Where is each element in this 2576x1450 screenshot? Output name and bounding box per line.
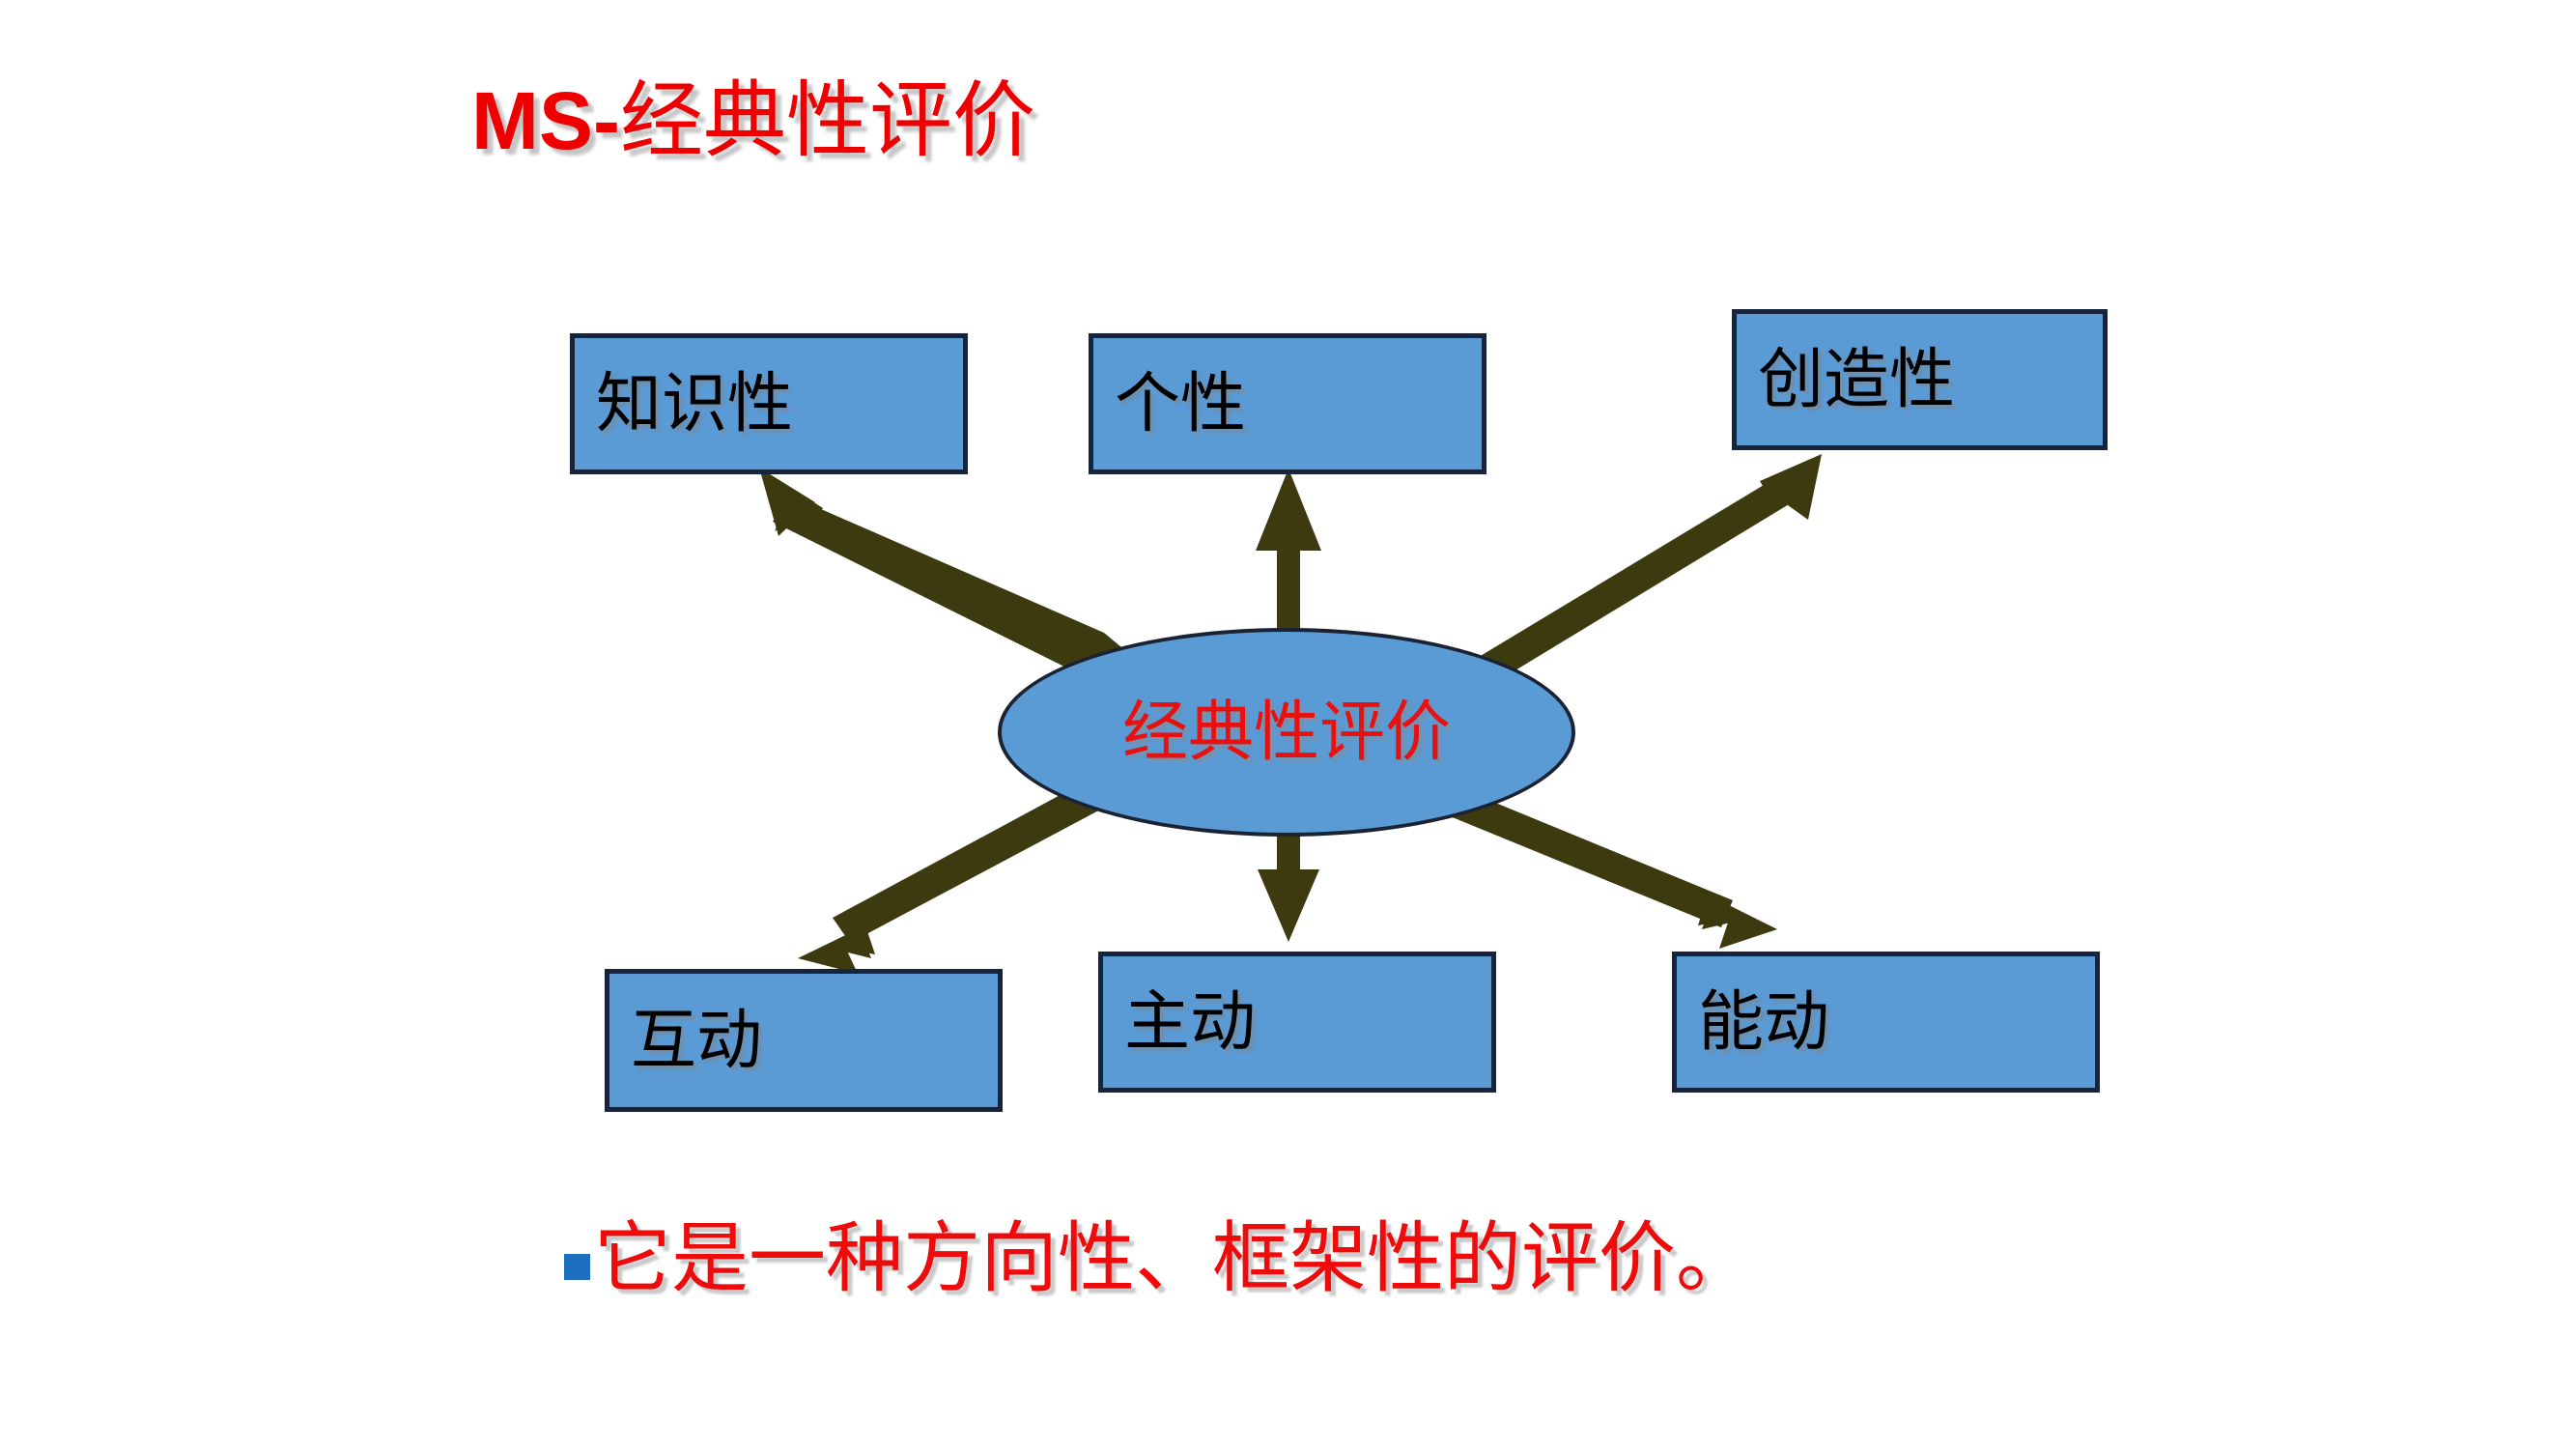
- node-box-nengdong[interactable]: 能动: [1672, 952, 2100, 1093]
- node-label: 主动: [1124, 985, 1257, 1059]
- square-bullet-icon: [564, 1253, 590, 1280]
- node-label: 知识性: [596, 367, 794, 441]
- arrow-to-zhishixing: [759, 468, 1145, 694]
- arrow-to-hudong: [798, 765, 1137, 974]
- node-label: 能动: [1698, 985, 1830, 1059]
- arrow-to-nengdong: [1433, 784, 1777, 949]
- bullet-text: 它是一种方向性、框架性的评价。: [594, 1217, 1753, 1302]
- arrow-to-chuangzaoxing: [1447, 454, 1822, 701]
- node-box-zhudong[interactable]: 主动: [1098, 952, 1496, 1093]
- node-box-hudong[interactable]: 互动: [605, 969, 1003, 1112]
- page-title: MS-经典性评价: [471, 75, 1035, 167]
- page-title-latin: MS-: [471, 75, 620, 166]
- page-title-cjk: 经典性评价: [619, 74, 1035, 167]
- node-box-zhishixing[interactable]: 知识性: [570, 333, 968, 474]
- node-box-gexing[interactable]: 个性: [1089, 333, 1486, 474]
- bullet-line: 它是一种方向性、框架性的评价。: [564, 1215, 1753, 1304]
- node-label: 个性: [1115, 367, 1247, 441]
- node-box-chuangzaoxing[interactable]: 创造性: [1732, 309, 2108, 450]
- center-node-label: 经典性评价: [1121, 696, 1451, 769]
- node-label: 互动: [631, 1004, 763, 1077]
- node-label: 创造性: [1758, 343, 1956, 416]
- center-node-ellipse[interactable]: 经典性评价: [998, 628, 1575, 837]
